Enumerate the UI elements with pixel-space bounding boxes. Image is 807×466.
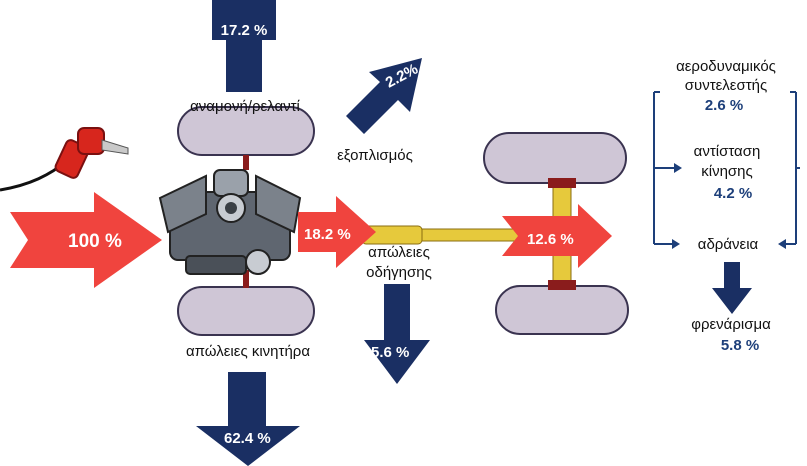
accessories-loss-arrow — [346, 58, 422, 134]
rolling-label-line2: κίνησης — [701, 163, 753, 180]
drivetrain-loss-arrow — [364, 284, 430, 384]
engine-loss-arrow — [196, 372, 300, 466]
inertia-label: αδράνεια — [698, 236, 759, 253]
aero-value: 2.6 % — [705, 97, 743, 114]
braking-arrow — [712, 262, 752, 314]
engine-losses-value: 62.4 % — [224, 430, 271, 447]
idle-value: 17.2 % — [221, 22, 268, 39]
braking-value: 5.8 % — [721, 337, 759, 354]
input-value: 100 % — [68, 231, 122, 252]
rear-bottom-tire — [495, 285, 629, 335]
drivetrain-label-line1: απώλειες — [368, 244, 430, 261]
resistance-bracket — [653, 91, 800, 249]
front-bottom-tire — [177, 270, 315, 336]
aero-label-line2: συντελεστής — [685, 77, 768, 94]
wheels-output-value: 12.6 % — [527, 231, 574, 248]
drivetrain-value: 5.6 % — [371, 344, 409, 361]
engine-output-arrow — [298, 196, 376, 268]
fuel-nozzle-icon — [0, 127, 129, 192]
front-top-tire — [177, 106, 315, 170]
aero-label-line1: αεροδυναμικός — [676, 58, 776, 75]
engine-output-value: 18.2 % — [304, 226, 351, 243]
idle-loss-arrow — [212, 0, 276, 92]
rolling-value: 4.2 % — [714, 185, 752, 202]
input-energy-arrow — [10, 192, 162, 288]
wheels-output-arrow — [502, 204, 612, 268]
braking-label: φρενάρισμα — [691, 316, 771, 333]
accessories-label: εξοπλισμός — [337, 147, 413, 164]
engine-icon — [158, 169, 302, 275]
idle-label: αναμονή/ρελαντί — [190, 98, 300, 115]
rolling-label-line1: αντίσταση — [694, 143, 761, 160]
rear-top-tire — [483, 132, 627, 184]
engine-losses-label: απώλειες κινητήρα — [186, 343, 310, 360]
drivetrain-label-line2: οδήγησης — [366, 264, 432, 281]
